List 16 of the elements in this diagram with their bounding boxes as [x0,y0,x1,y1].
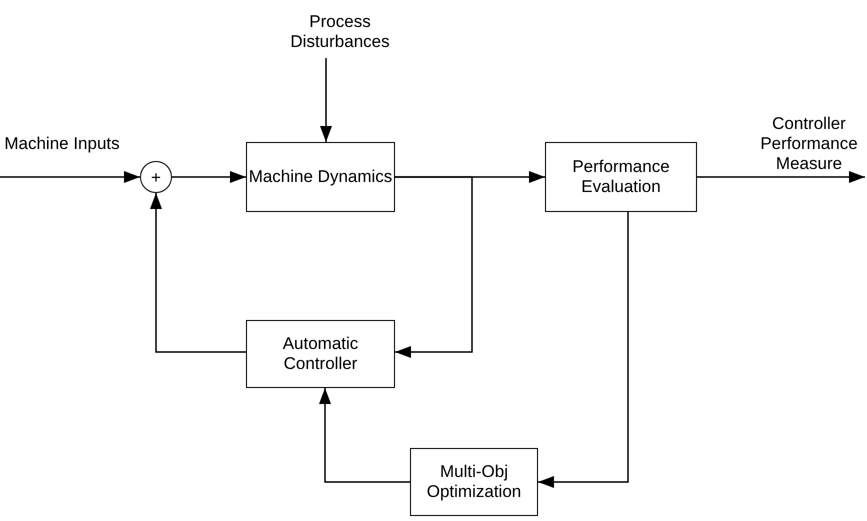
arrow [0,171,140,183]
arrow [150,193,246,353]
process-box: Performance Evaluation [545,142,697,212]
disturbance-label: Process Disturbances [262,6,418,58]
arrow [395,176,473,358]
arrow [172,171,246,183]
arrow [697,171,865,183]
process-box: Automatic Controller [246,320,395,388]
process-box: Machine Dynamics [246,142,395,212]
summing-junction: + [140,161,172,193]
arrow [320,58,332,142]
edge-label: Controller Performance Measure [759,114,859,174]
arrow [538,212,629,488]
arrow [319,388,410,483]
process-box: Multi-Obj Optimization [410,448,538,516]
edge-label: Machine Inputs [4,134,120,154]
